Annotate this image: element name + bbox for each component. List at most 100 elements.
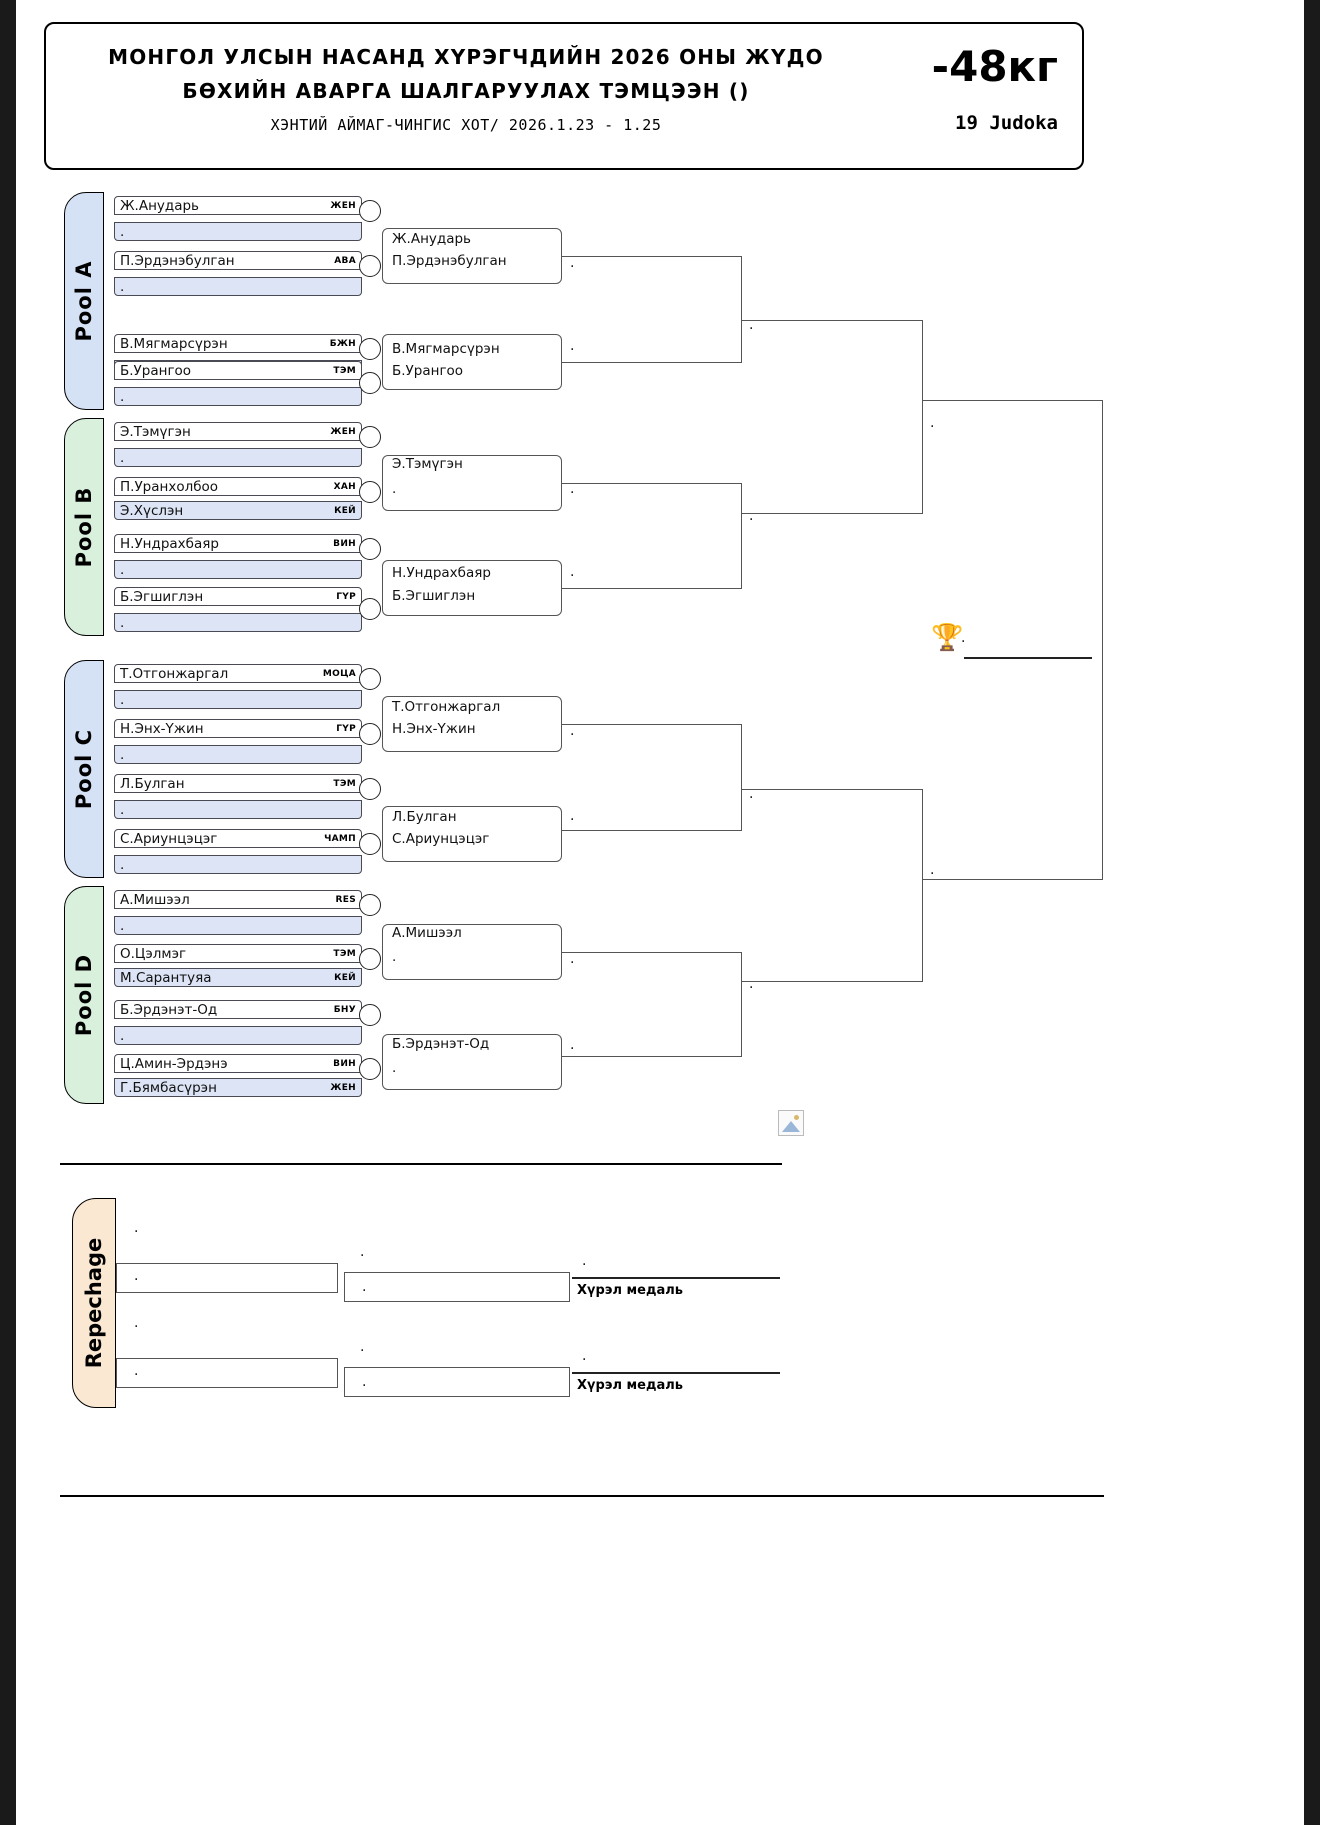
round2-bottom-name: . — [392, 481, 397, 497]
match-knob — [359, 833, 381, 855]
athlete-name: А.Мишээл — [120, 891, 190, 908]
round2-match-2[interactable] — [382, 334, 562, 390]
pool-tab-c: Pool C — [64, 660, 104, 878]
score-value: . — [120, 917, 125, 934]
pool-b-score-4[interactable]: . — [114, 613, 362, 632]
match-knob — [359, 598, 381, 620]
score-value: . — [120, 278, 125, 295]
athlete-club-code: ГҮР — [336, 591, 356, 602]
round2-match-6[interactable] — [382, 806, 562, 862]
bracket-link — [922, 400, 1103, 402]
repechage-box-3[interactable] — [116, 1358, 338, 1388]
pool-d-entry-2[interactable]: О.Цэлмэг ТЭМ — [114, 944, 362, 963]
pool-b-entry-2[interactable]: П.Уранхолбоо ХАН — [114, 477, 362, 496]
pool-a-score-4[interactable]: . — [114, 387, 362, 406]
athlete-name: В.Мягмарсүрэн — [120, 335, 228, 352]
athlete-club-code: ЖЕН — [330, 200, 356, 211]
pool-a-score-2[interactable]: . — [114, 277, 362, 296]
round2-result: . — [570, 564, 575, 580]
score-value: . — [120, 449, 125, 466]
title-line-1: МОНГОЛ УЛСЫН НАСАНД ХҮРЭГЧДИЙН 2026 ОНЫ … — [108, 45, 824, 69]
match-knob — [359, 200, 381, 222]
pool-a-entry-1[interactable]: Ж.Анударь ЖЕН — [114, 196, 362, 215]
trophy-icon: 🏆 — [931, 623, 964, 653]
pool-d-entry-3[interactable]: Б.Эрдэнэт-Од БНУ — [114, 1000, 362, 1019]
pool-b-score-3[interactable]: . — [114, 560, 362, 579]
pool-b-score-1[interactable]: . — [114, 448, 362, 467]
match-knob — [359, 1058, 381, 1080]
pool-c-score-1[interactable]: . — [114, 690, 362, 709]
pool-c-score-4[interactable]: . — [114, 855, 362, 874]
pool-b-entry-3[interactable]: Н.Ундрахбаяр ВИН — [114, 534, 362, 553]
repechage-tab: Repechage — [72, 1198, 116, 1408]
pool-d-score-1[interactable]: . — [114, 916, 362, 935]
round2-match-4[interactable] — [382, 560, 562, 616]
round2-bottom-name: Б.Эгшиглэн — [392, 588, 476, 604]
pool-a-entry-3[interactable]: В.Мягмарсүрэн БЖН — [114, 334, 362, 353]
bracket-link — [562, 483, 742, 485]
round2-result: . — [570, 951, 575, 967]
athlete-club-code: БЖН — [329, 338, 356, 349]
pool-d-entry-4[interactable]: Ц.Амин-Эрдэнэ ВИН — [114, 1054, 362, 1073]
repechage-box-2[interactable] — [344, 1272, 570, 1302]
pool-b-entry-4[interactable]: Б.Эгшиглэн ГҮР — [114, 587, 362, 606]
athlete-name: Ж.Анударь — [120, 197, 200, 214]
pool-tab-a: Pool A — [64, 192, 104, 410]
bracket-link — [741, 724, 743, 830]
pool-d-entry-4b[interactable]: Г.Бямбасүрэн ЖЕН — [114, 1078, 362, 1097]
pool-c-entry-1[interactable]: Т.Отгонжаргал МОЦА — [114, 664, 362, 683]
athlete-club-code: ВИН — [333, 1058, 356, 1069]
pool-d-entry-1[interactable]: А.Мишээл RES — [114, 890, 362, 909]
pool-label-c: Pool C — [72, 728, 96, 810]
match-knob — [359, 1004, 381, 1026]
match-knob — [359, 426, 381, 448]
pool-c-score-2[interactable]: . — [114, 745, 362, 764]
repechage-box-4[interactable] — [344, 1367, 570, 1397]
round2-top-name: Н.Ундрахбаяр — [392, 565, 491, 581]
pool-c-entry-3[interactable]: Л.Булган ТЭМ — [114, 774, 362, 793]
pool-d-entry-2b[interactable]: М.Сарантуяа КЕЙ — [114, 968, 362, 987]
athlete-club-code: КЕЙ — [334, 972, 356, 983]
pool-b-entry-1[interactable]: Э.Тэмүгэн ЖЕН — [114, 422, 362, 441]
bracket-link — [562, 362, 742, 364]
repechage-box-1[interactable] — [116, 1263, 338, 1293]
bronze-medal-label-1: Хүрэл медаль — [577, 1283, 684, 1298]
pool-c-entry-2[interactable]: Н.Энх-Үжин ГҮР — [114, 719, 362, 738]
round2-result: . — [570, 481, 575, 497]
pool-c-score-3[interactable]: . — [114, 800, 362, 819]
athlete-name: Э.Хүслэн — [120, 502, 184, 519]
section-divider-bottom — [60, 1495, 1104, 1497]
match-knob — [359, 948, 381, 970]
semifinal-result-1: . — [930, 415, 935, 431]
score-value: . — [120, 388, 125, 405]
round2-bottom-name: С.Ариунцэцэг — [392, 831, 490, 847]
athlete-club-code: ЧАМП — [324, 833, 356, 844]
round2-match-7[interactable] — [382, 924, 562, 980]
athlete-club-code: ТЭМ — [333, 365, 356, 376]
athlete-club-code: ЖЕН — [330, 1082, 356, 1093]
bracket-link — [741, 256, 743, 362]
pool-label-a: Pool A — [72, 260, 96, 342]
broken-image-placeholder — [778, 1110, 804, 1136]
round2-match-8[interactable] — [382, 1034, 562, 1090]
repechage-entry-1: . — [134, 1220, 139, 1236]
athlete-club-code: ГҮР — [336, 723, 356, 734]
round2-match-1[interactable] — [382, 228, 562, 284]
pool-a-entry-2[interactable]: П.Эрдэнэбулган АВА — [114, 251, 362, 270]
round2-match-5[interactable] — [382, 696, 562, 752]
pool-a-score-1[interactable]: . — [114, 222, 362, 241]
round2-match-3[interactable] — [382, 455, 562, 511]
pool-tab-b: Pool B — [64, 418, 104, 636]
match-knob — [359, 372, 381, 394]
athlete-name: Э.Тэмүгэн — [120, 423, 191, 440]
pool-c-entry-4[interactable]: С.Ариунцэцэг ЧАМП — [114, 829, 362, 848]
repechage-result-1: . — [582, 1253, 587, 1269]
pool-d-score-3[interactable]: . — [114, 1026, 362, 1045]
bronze-line-2 — [572, 1372, 780, 1374]
score-value: . — [120, 614, 125, 631]
pool-b-entry-2b[interactable]: Э.Хүслэн КЕЙ — [114, 501, 362, 520]
bracket-link — [562, 256, 742, 258]
repechage-round2-2: . — [362, 1279, 367, 1295]
pool-a-entry-4[interactable]: Б.Урангоо ТЭМ — [114, 361, 362, 380]
judoka-count: 19 Judoka — [955, 112, 1058, 134]
